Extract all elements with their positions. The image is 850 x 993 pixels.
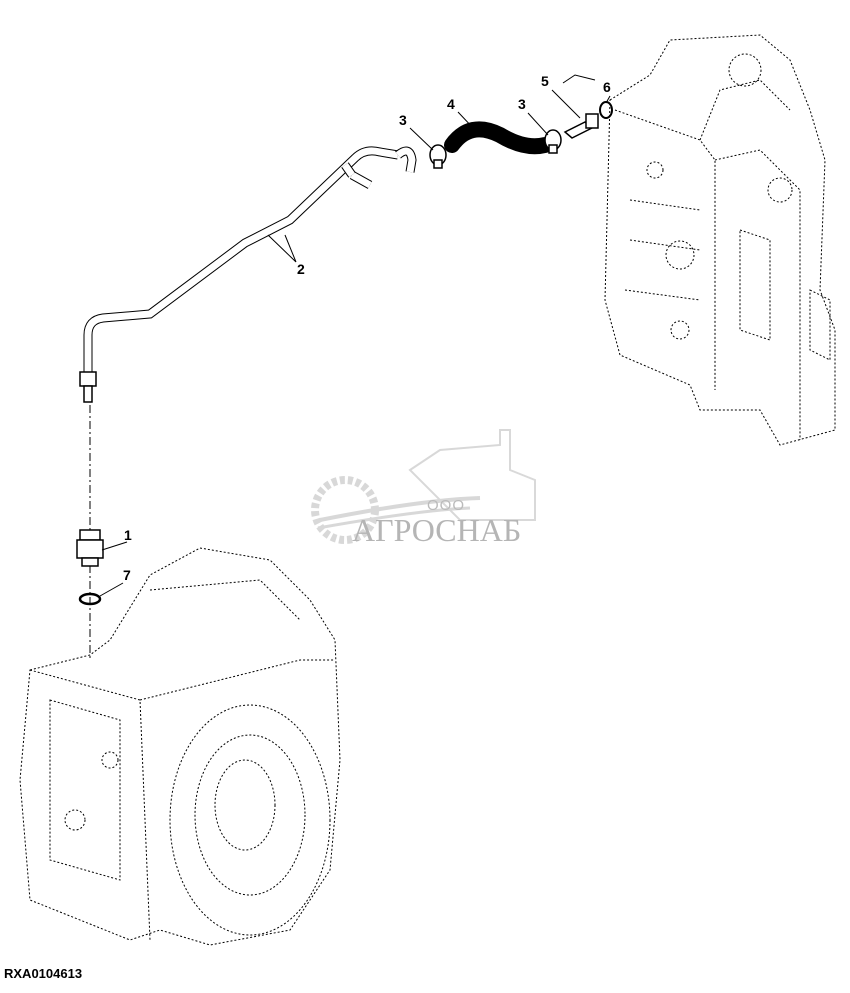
figure-id: RXA0104613 [4, 966, 83, 981]
watermark-logo [311, 429, 536, 544]
adapter-fitting [563, 113, 599, 139]
o-ring-6 [599, 101, 613, 119]
callout-6: 6 [603, 79, 611, 95]
o-ring-7 [78, 592, 102, 606]
callout-3: 3 [518, 96, 526, 112]
callout-2: 2 [297, 261, 305, 277]
transmission-housing-bottom [19, 547, 341, 946]
callout-1: 1 [124, 527, 132, 543]
leader-lines [99, 74, 611, 597]
connector-fitting-1 [76, 529, 104, 567]
watermark-prefix: ООО [427, 497, 466, 514]
clamp-left [429, 144, 447, 169]
clamp-right [544, 129, 562, 154]
callout-3: 3 [399, 112, 407, 128]
callout-4: 4 [447, 96, 455, 112]
callout-7: 7 [123, 567, 131, 583]
hose [444, 121, 553, 155]
watermark-name: АГРОСНАБ [352, 512, 522, 548]
oil-tube [79, 146, 417, 403]
valve-housing-right [604, 34, 836, 446]
callout-5: 5 [541, 73, 549, 89]
